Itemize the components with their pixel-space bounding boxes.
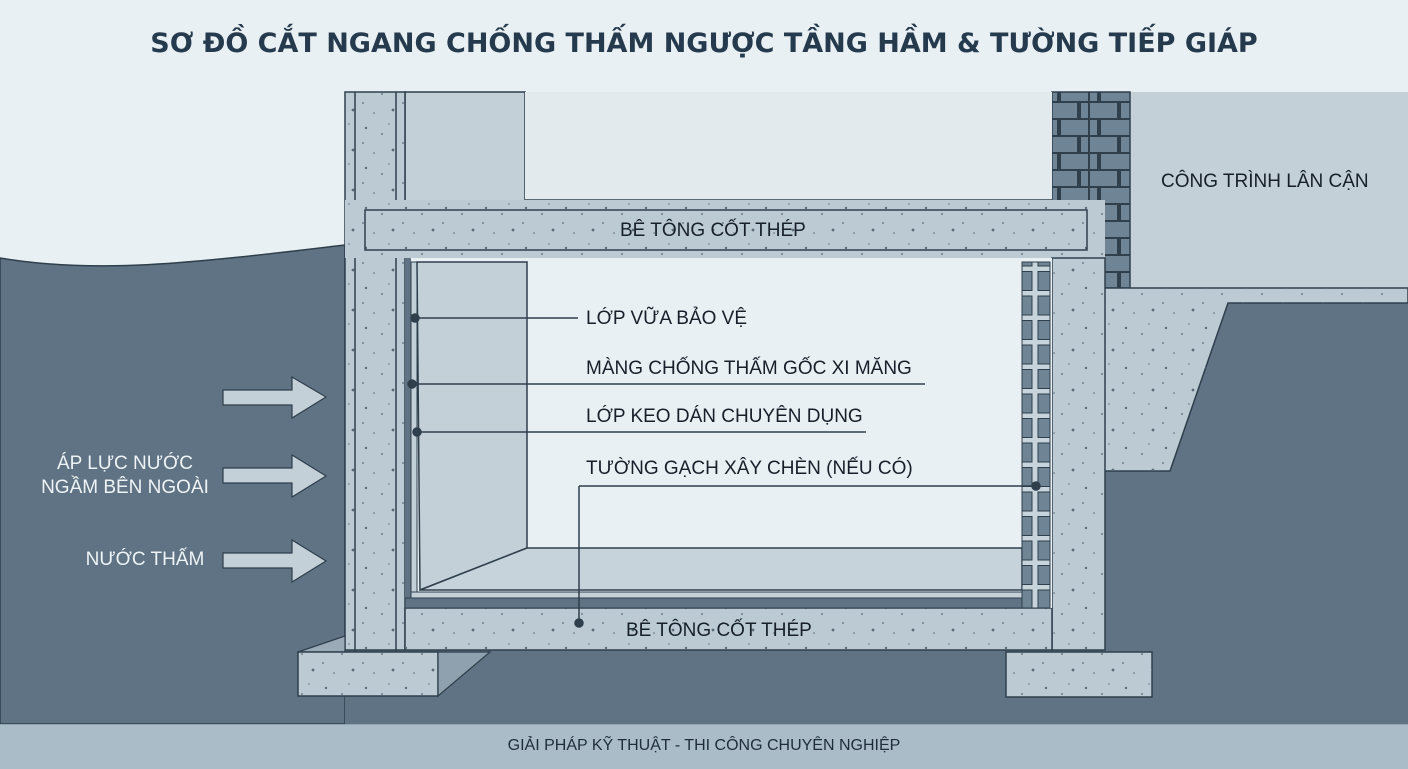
brick-infill [1021, 261, 1051, 609]
arrow-icon [222, 375, 328, 420]
label-layer-mortar: LỚP VỮA BẢO VỆ [586, 308, 748, 329]
cross-section-diagram [0, 91, 1408, 724]
label-layer-brick: TƯỜNG GẠCH XÂY CHÈN (NẾU CÓ) [586, 458, 913, 479]
label-layer-adhesive: LỚP KEO DÁN CHUYÊN DỤNG [586, 406, 863, 427]
label-bottom-slab: BÊ TÔNG CỐT THÉP [626, 620, 812, 641]
label-seepage: NƯỚC THẤM [85, 549, 205, 570]
water-arrows [222, 375, 328, 584]
label-layer-membrane: MÀNG CHỐNG THẤM GỐC XI MĂNG [586, 358, 912, 379]
arrow-icon [222, 538, 328, 584]
footer-bar: GIẢI PHÁP KỸ THUẬT - THI CÔNG CHUYÊN NGH… [0, 724, 1408, 769]
neighbor-building [1130, 92, 1408, 288]
diagram-title: SƠ ĐỒ CẮT NGANG CHỐNG THẤM NGƯỢC TẦNG HẦ… [150, 28, 1258, 59]
label-top-slab: BÊ TÔNG CỐT THÉP [620, 220, 806, 241]
footer-text: GIẢI PHÁP KỸ THUẬT - THI CÔNG CHUYÊN NGH… [507, 737, 901, 754]
arrow-icon [222, 453, 328, 499]
label-neighbor: CÔNG TRÌNH LÂN CẬN [1161, 171, 1369, 192]
label-water-pressure: ÁP LỰC NƯỚC NGẦM BÊN NGOÀI [41, 453, 209, 498]
